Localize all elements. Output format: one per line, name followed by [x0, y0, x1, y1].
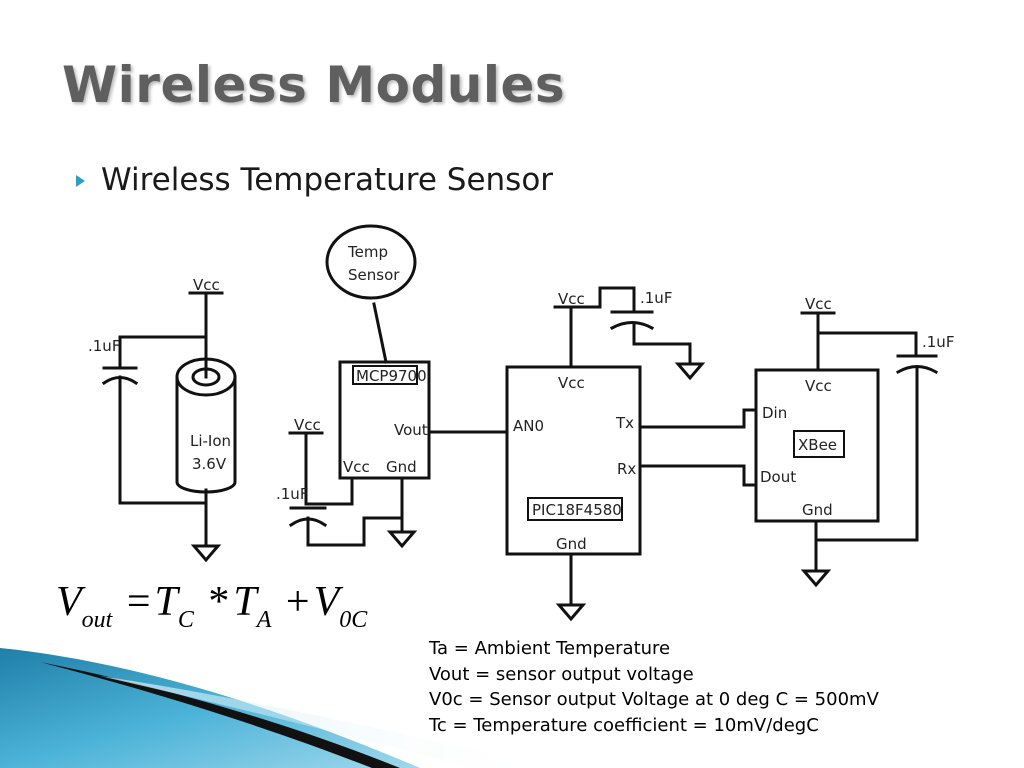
cap-label-xbee: .1uF [922, 333, 954, 351]
mcp-vout-label: Vout [394, 421, 428, 439]
temp-sensor-bubble [325, 224, 417, 300]
mcp-ground-symbol [386, 530, 418, 549]
vcc-label-battery: Vcc [193, 276, 220, 294]
formula-v2: V [313, 579, 340, 625]
battery-ground-symbol [190, 544, 222, 563]
formula-t-sub: C [177, 607, 194, 633]
formula-equals: = [126, 579, 151, 625]
bullet-text: Wireless Temperature Sensor [101, 162, 554, 198]
formula-v: V [56, 579, 82, 625]
vcc-label-pic-rail: Vcc [558, 290, 585, 308]
xbee-din-label: Din [762, 404, 787, 422]
pic-cap-ground-symbol [674, 362, 706, 381]
xbee-chip-label: XBee [798, 436, 837, 454]
bullet-arrow-icon [76, 175, 85, 187]
formula-t2-sub: A [256, 607, 272, 633]
battery-label-line2: 3.6V [192, 455, 227, 473]
pic-cap-plate-bottom [609, 321, 655, 331]
xbee-vcc-label: Vcc [805, 377, 832, 395]
formula-times: * [208, 579, 230, 625]
pic-tx-label: Tx [615, 414, 634, 432]
pic-rx-label: Rx [617, 460, 636, 478]
formula-v2-sub: 0C [339, 607, 368, 633]
temp-sensor-label-line2: Sensor [348, 266, 400, 284]
formula-v-sub: out [81, 607, 113, 633]
xbee-ground-symbol [800, 569, 832, 588]
battery-label-line1: Li-Ion [190, 432, 231, 450]
cap-label-battery: .1uF [88, 337, 120, 355]
pic-an0-label: AN0 [513, 417, 544, 435]
formula-plus: + [285, 579, 310, 625]
definition-ta: Ta = Ambient Temperature [429, 638, 671, 659]
vcc-label-xbee-rail: Vcc [805, 295, 832, 313]
pic18f4580-box [505, 365, 642, 556]
mcp-gnd-label: Gnd [386, 458, 417, 476]
pic-chip-label: PIC18F4580 [532, 501, 622, 519]
mcp9700-box [338, 360, 431, 480]
formula: Vout =TC *TA +V0C [56, 578, 367, 634]
formula-t: T [154, 579, 178, 625]
battery-cylinder-top [175, 357, 237, 397]
battery-terminal [191, 367, 221, 387]
xbee-chip-label-box [793, 430, 845, 458]
temp-sensor-label-line1: Temp [347, 243, 388, 261]
pic-gnd-label: Gnd [556, 535, 587, 553]
pic-vcc-label: Vcc [558, 374, 585, 392]
vcc-label-mcp: Vcc [294, 416, 321, 434]
battery-cylinder-body [175, 375, 237, 494]
pic-chip-label-box [527, 497, 623, 521]
temp-sensor-pointer [372, 302, 388, 364]
slide-title: Wireless Modules [62, 56, 566, 114]
definition-tc: Tc = Temperature coefficient = 10mV/degC [429, 714, 819, 736]
cap-label-pic: .1uF [640, 289, 672, 307]
definition-vout: Vout = sensor output voltage [429, 663, 694, 685]
xbee-dout-label: Dout [760, 468, 796, 486]
formula-t2: T [233, 579, 257, 625]
definition-v0c: V0c = Sensor output Voltage at 0 deg C =… [429, 689, 879, 710]
pic-ground-symbol [555, 603, 587, 622]
bullet-item: Wireless Temperature Sensor [76, 162, 553, 198]
mcp-vcc-label: Vcc [343, 458, 370, 476]
cap-label-mcp: .1uF [276, 485, 308, 503]
mcp9700-chip-label: MCP9700 [356, 367, 427, 385]
xbee-gnd-label: Gnd [802, 501, 833, 519]
mcp9700-chip-label-box [352, 365, 418, 385]
definitions-list: Ta = Ambient Temperature Vout = sensor o… [429, 636, 879, 738]
